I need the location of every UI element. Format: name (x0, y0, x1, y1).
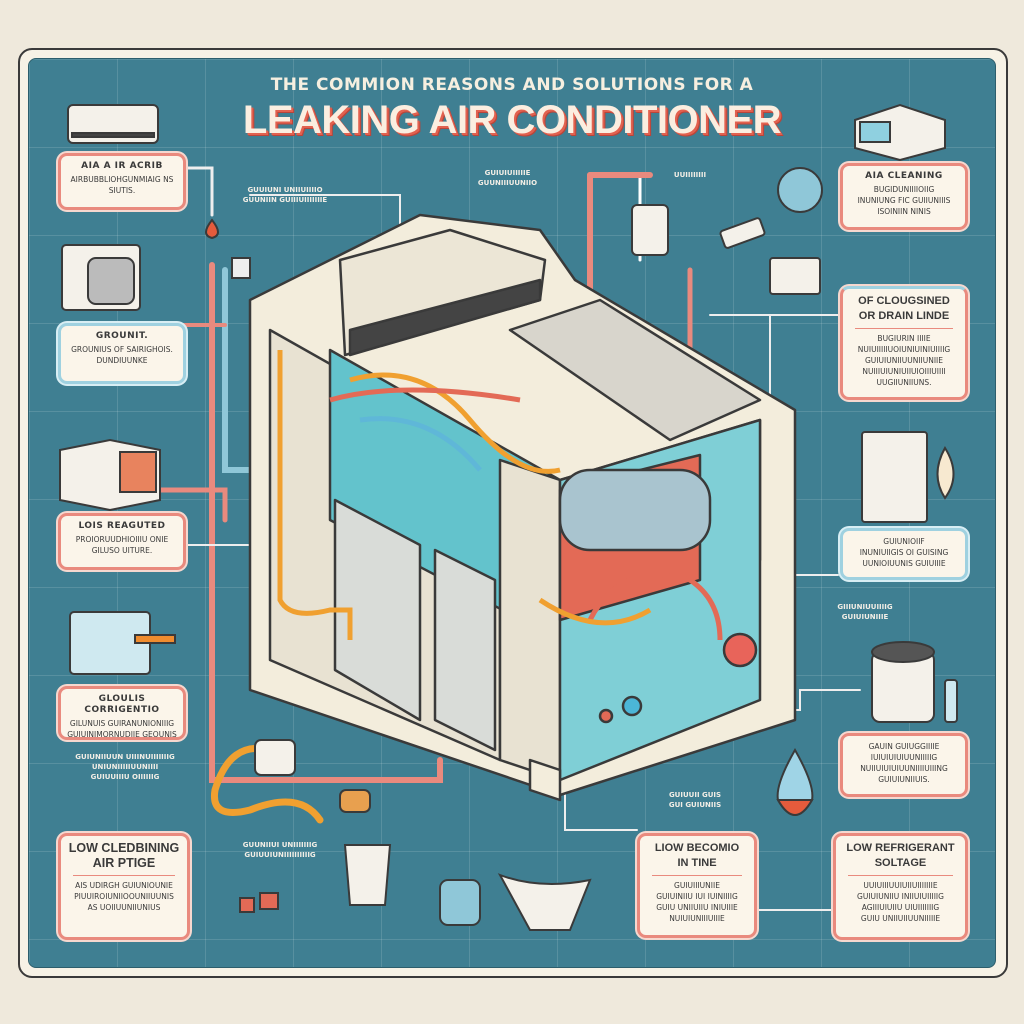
box-text: UUNIOIUUNIS GUIUIIIE (862, 559, 946, 568)
info-box-3: LOIS REAGUTED PROIORUUDHIOIIIU ONIE GILUSO… (58, 513, 186, 570)
divider (855, 328, 953, 329)
floating-note-left: GUIUNIIUUN UIIINUIIIIIIIG UNIUNIIIIIUUNII… (65, 752, 185, 782)
box-text: AS UOIIUUNIIUNIUS (87, 903, 161, 912)
info-box-4: GLOULIS CORRIGENTIO GILUNUIS GUIRANUNIONI… (58, 686, 186, 740)
box-text: GAUIN GUIUGGIIIIE (868, 742, 940, 751)
floating-note-top-center: GUIUIUIIIIIE GUUNIIIUUNIIO (465, 168, 550, 188)
box-text: DUNDIUUNKE (96, 356, 148, 365)
box-text: AGIIIUIUIIU UIUIIIIIIIG (861, 903, 940, 912)
box-text: PROIORUUDHIOIIIU ONIE (75, 535, 169, 544)
box-text: BUGIURIN IIIIE (877, 334, 931, 343)
floating-note-top-right: UUIIIIIIII (665, 170, 715, 180)
note-text: UUIIIIIIII (673, 171, 707, 179)
box-text: GUIUIUNIIU INIIUIUIIIIIG (857, 892, 944, 901)
box-text: UUIUIIIUUIUIIUIIIIIIIE (863, 881, 938, 890)
note-text: GUIUUIIIU OIIIIIIG (90, 773, 160, 781)
box-heading: LOW REFRIGERANT (846, 842, 955, 854)
note-text: GUUNIIIUUNIIO (477, 179, 538, 187)
info-box-low-recoil: LIOW BECOMIO IN TINE GUIUIIIUNIIE GUIUINIIU… (637, 833, 757, 938)
box-text: GUIUIUNIIUIS. (878, 775, 930, 784)
info-box-8: GAUIN GUIUGGIIIIE IUIUIUIUIUUNIIIIIG NUIIU… (840, 733, 968, 797)
box-text: BUGIDUNIIIIOIIG (873, 185, 935, 194)
note-text: GUUNIIN GUIIIUIIIIIIIE (242, 196, 328, 204)
note-text: GUIUNIIUUN UIIINUIIIIIIIG (75, 753, 175, 761)
box-text: GUIUINIMORNUDIIE GEOUNIS (67, 730, 177, 739)
floating-note-top-left: GUUIUNI UNIIUIIIIO GUUNIIN GUIIIUIIIIIIIE (240, 185, 330, 205)
info-box-7: GUIUNIOIIF INUNIUIIGIS OI GUISING UUNIOIUU… (840, 528, 968, 580)
info-box-air-cleaning: AIA CLEANING BUGIDUNIIIIOIIG INUNIUNG FIC … (840, 163, 968, 230)
box-text: GUIUIIIUNIIE (674, 881, 720, 890)
note-text: GUI GUIUNIIS (668, 801, 722, 809)
info-box-low-refrigerant: LOW REFRIGERANT SOLTAGE UUIUIIIUUIUIIUIIII… (833, 833, 968, 940)
note-text: GUUNIIUI UNIIIIIIIG (242, 841, 318, 849)
box-heading: GLOULIS CORRIGENTIO (84, 694, 160, 715)
box-heading: LOIS REAGUTED (78, 521, 166, 531)
info-box-1: AIA A IR ACRIB AIRBUBBLIOHGUNMIAIG NS SIUT… (58, 153, 186, 210)
box-heading: OR DRAIN LINDE (858, 310, 950, 322)
box-text: NUIUIIIIIUOIUNIUINIUIIIIG (857, 345, 951, 354)
box-text: INUNIUNG FIC GUIIUNIIIS (857, 196, 951, 205)
ac-unit (248, 213, 797, 802)
note-text: GUIUUII GUIS (668, 791, 722, 799)
box-text: GUIUINIIU IUI IUINIIIIG (656, 892, 738, 901)
info-box-clogged-drain: OF CLOUGSINED OR DRAIN LINDE BUGIURIN IIII… (840, 286, 968, 400)
info-box-2: GROUNIT. GROUNIUS OF SAIRIGHOIS. DUNDIUUNK… (58, 323, 186, 384)
box-heading: AIA A IR ACRIB (81, 161, 163, 171)
box-text: UUGIIUNIIUNS. (876, 378, 932, 387)
box-text: GUIU UNIIUIIUUNIIIIIE (860, 914, 941, 923)
box-heading: IN TINE (677, 857, 717, 869)
note-text: GUIUIUIIIIIE (484, 169, 531, 177)
box-text: GUIUIUNIIUUNIIUNIIE (864, 356, 943, 365)
box-text: ISOINIIN NINIS (877, 207, 931, 216)
floating-note-right: GIIIUNIUUIIIIG GUIUIUNIIIE (815, 602, 915, 622)
box-text: GILUNUIS GUIRANUNIONIIIG (69, 719, 175, 728)
internal-pipes (277, 350, 723, 641)
box-heading: LIOW BECOMIO (654, 842, 740, 854)
box-text: NUIUIUNIIIUIIIE (669, 914, 725, 923)
box-heading: SOLTAGE (874, 857, 927, 869)
box-text: AIS UDIRGH GUIUNIOUNIE (75, 881, 173, 890)
side-illustrations (59, 103, 958, 931)
box-heading: LOW CLEDBINING (68, 841, 180, 855)
box-text: GUIU UNIIUIIU INIUIIIE (656, 903, 738, 912)
note-text: GIIIUNIUUIIIIG (837, 603, 893, 611)
box-text: AIRBUBBLIOHGUNMIAIG NS (70, 175, 174, 184)
floating-note-bottom: GUIUUII GUIS GUI GUIUNIIS (660, 790, 730, 810)
box-text: PIUUIROIUNIIOOUNIIUUNIS (74, 892, 174, 901)
box-text: NUIIIUIUNIUIIUIOIIIUIIII (862, 367, 946, 376)
divider (652, 875, 742, 876)
note-text: GUIUIUNIIIE (841, 613, 889, 621)
page-title: LEAKING AIR CONDITIONER (242, 98, 782, 142)
box-text: GILUSO UITURE. (91, 546, 153, 555)
box-text: GUIUNIOIIF (883, 537, 925, 546)
box-text: INUNIUIIGIS OI GUISING (859, 548, 949, 557)
box-text: NUIIUIUIUIUUNIIIIUIIING (860, 764, 948, 773)
box-heading: AIR PTIGE (92, 856, 156, 870)
floating-note-bottom-left: GUUNIIUI UNIIIIIIIG GUIUUIUNIIIIIIIIIIG (230, 840, 330, 860)
divider (73, 875, 175, 876)
box-text: GROUNIUS OF SAIRIGHOIS. (71, 345, 173, 354)
box-text: SIUTIS. (108, 186, 136, 195)
box-heading: GROUNIT. (95, 331, 149, 341)
note-text: GUUIUNI UNIIUIIIIO (247, 186, 323, 194)
divider (848, 875, 953, 876)
box-heading: OF CLOUGSINED (858, 295, 950, 307)
note-text: GUIUUIUNIIIIIIIIIIG (244, 851, 316, 859)
subtitle: THE COMMION REASONS AND SOLUTIONS FOR A (270, 75, 754, 95)
box-heading: AIA CLEANING (865, 171, 943, 181)
note-text: UNIUNIIIIIUUNIIII (91, 763, 159, 771)
box-text: IUIUIUIUIUUNIIIIIG (870, 753, 938, 762)
